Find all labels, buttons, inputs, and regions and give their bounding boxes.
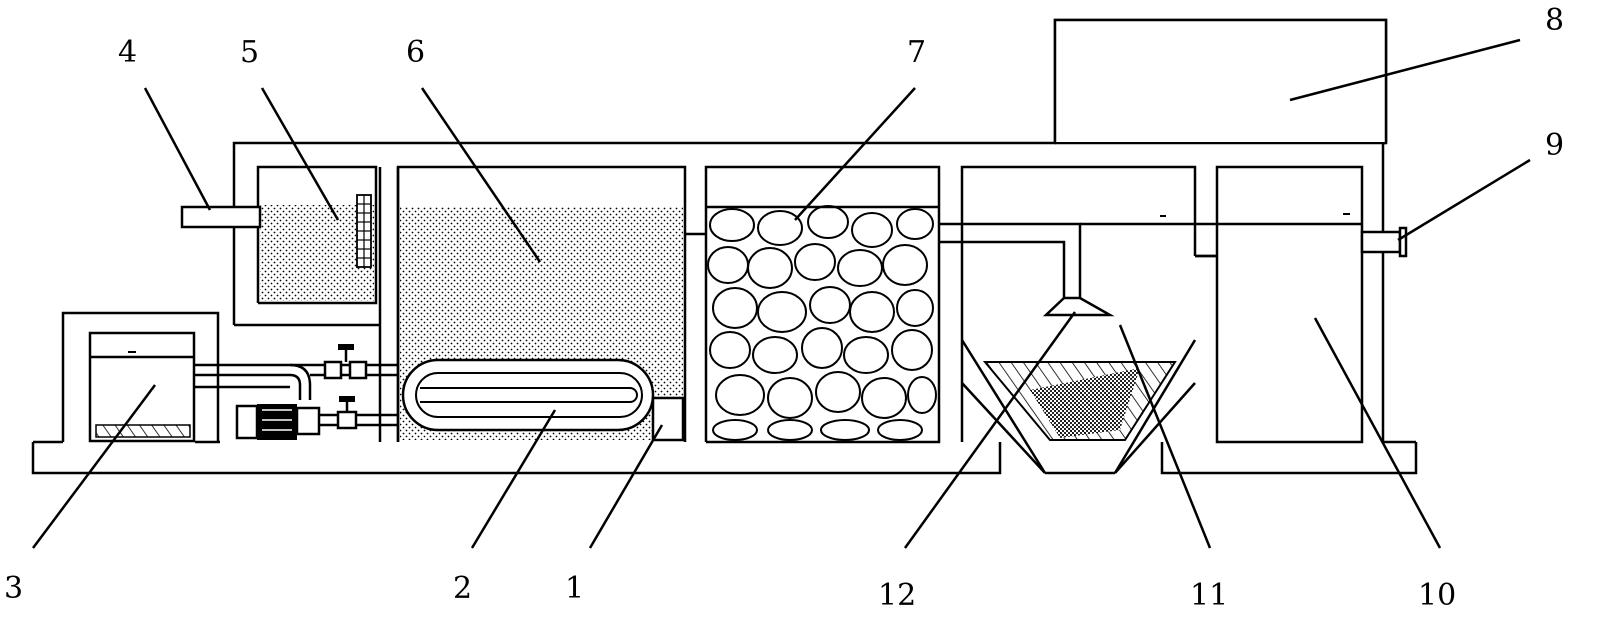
valve-upper [323,344,368,380]
label-5: 5 [240,35,259,70]
heating-coil-2 [401,358,655,432]
label-3: 3 [4,571,23,606]
label-12: 12 [878,578,916,613]
grid-chamber-5 [256,165,378,305]
label-8: 8 [1545,3,1564,38]
label-6: 6 [406,35,425,70]
base-plate [31,440,1418,475]
inlet-pipe-4 [180,205,262,229]
label-10: 10 [1418,578,1456,613]
label-1: 1 [565,571,584,606]
outlet-pipe-9 [1360,226,1408,258]
control-box-8 [1056,21,1385,142]
control-box-outline [1053,18,1388,143]
label-4: 4 [118,35,137,70]
label-11: 11 [1190,578,1228,613]
dosing-tank-housing [61,311,220,443]
label-9: 9 [1545,128,1564,163]
filter-tank-7 [704,165,941,444]
dosing-tank-3 [88,331,196,443]
label-2: 2 [453,571,472,606]
valve-lower [336,396,358,430]
clean-water-tank-10 [1195,165,1364,444]
pump [235,404,321,440]
number-labels: 4 5 6 7 8 9 3 2 1 12 11 10 [4,3,1564,613]
settling-tank-11 [960,165,1197,475]
leader-lines [31,38,1531,549]
label-7: 7 [907,35,926,70]
transfer-pipe [939,222,1362,317]
